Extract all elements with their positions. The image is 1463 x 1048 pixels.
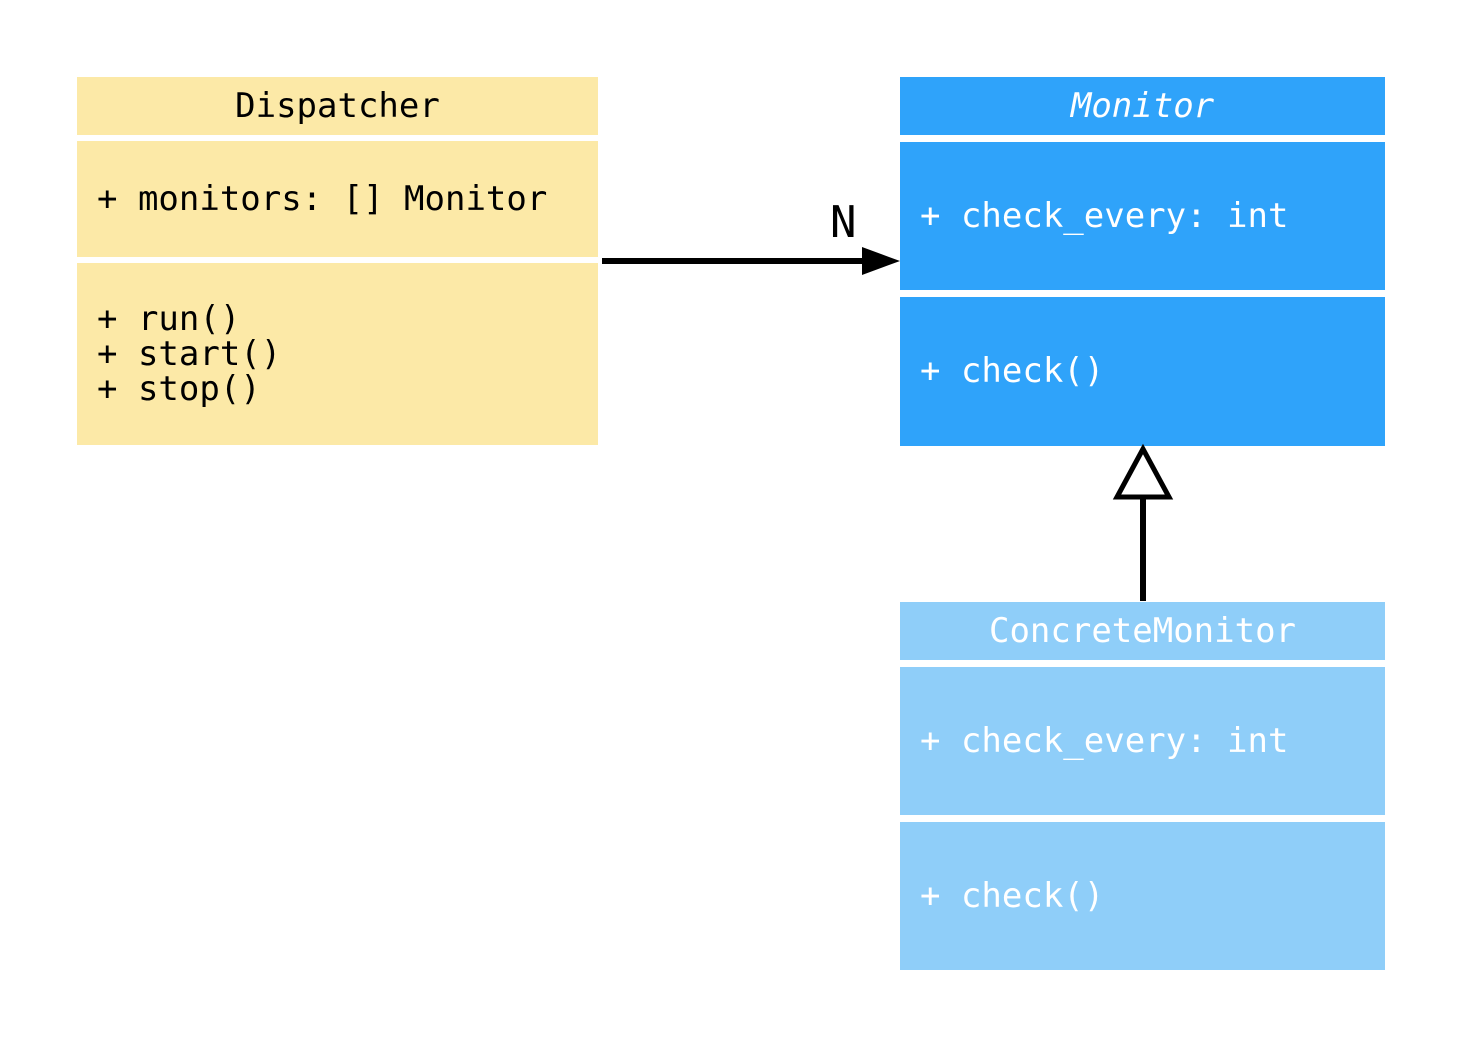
class-header-concrete-monitor: ConcreteMonitor xyxy=(900,602,1385,660)
method-line: + check() xyxy=(920,351,1105,391)
class-attributes-concrete-monitor: + check_every: int xyxy=(900,667,1385,815)
class-attributes-monitor: + check_every: int xyxy=(900,142,1385,290)
class-box-concrete-monitor: ConcreteMonitor + check_every: int + che… xyxy=(900,602,1385,970)
attribute-line: + monitors: [] Monitor xyxy=(97,178,548,219)
method-line: + stop() xyxy=(97,368,261,409)
class-methods-concrete-monitor: + check() xyxy=(900,822,1385,970)
association-arrowhead-icon xyxy=(862,247,900,275)
class-box-dispatcher: Dispatcher + monitors: [] Monitor + run(… xyxy=(77,77,598,445)
association-multiplicity-label: N xyxy=(830,197,857,248)
class-name: Dispatcher xyxy=(235,86,440,126)
attribute-line: + check_every: int xyxy=(920,720,1289,761)
inheritance-triangle-icon xyxy=(1112,443,1174,500)
class-attributes-dispatcher: + monitors: [] Monitor xyxy=(77,141,598,257)
class-box-monitor: Monitor + check_every: int + check() xyxy=(900,77,1385,446)
class-name: Monitor xyxy=(1070,86,1215,126)
class-methods-monitor: + check() xyxy=(900,297,1385,446)
attribute-line: + check_every: int xyxy=(920,195,1289,236)
class-name: ConcreteMonitor xyxy=(988,611,1297,651)
method-line: + start() xyxy=(97,333,282,374)
method-line: + check() xyxy=(920,875,1105,916)
method-line: + run() xyxy=(97,298,241,339)
class-methods-dispatcher: + run() + start() + stop() xyxy=(77,263,598,445)
class-header-dispatcher: Dispatcher xyxy=(77,77,598,135)
class-header-monitor: Monitor xyxy=(900,77,1385,135)
